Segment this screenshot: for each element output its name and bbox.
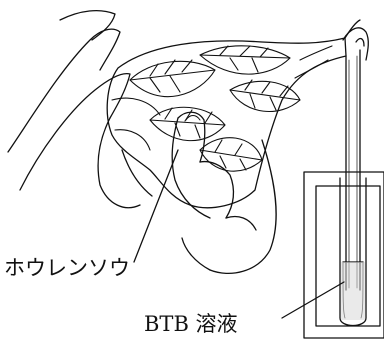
test-tube — [340, 178, 366, 326]
spinach-leader-line — [134, 150, 178, 262]
btb-leader-line — [282, 282, 344, 318]
left-hand — [8, 11, 152, 208]
spinach-label: ホウレンソウ — [4, 258, 130, 279]
btb-solution-label: BTB 溶液 — [144, 314, 238, 335]
plastic-bag — [107, 20, 360, 208]
rubber-tube — [343, 28, 368, 60]
right-hand — [172, 112, 276, 273]
glass-tube — [346, 50, 360, 290]
spinach-leaves — [112, 46, 332, 171]
